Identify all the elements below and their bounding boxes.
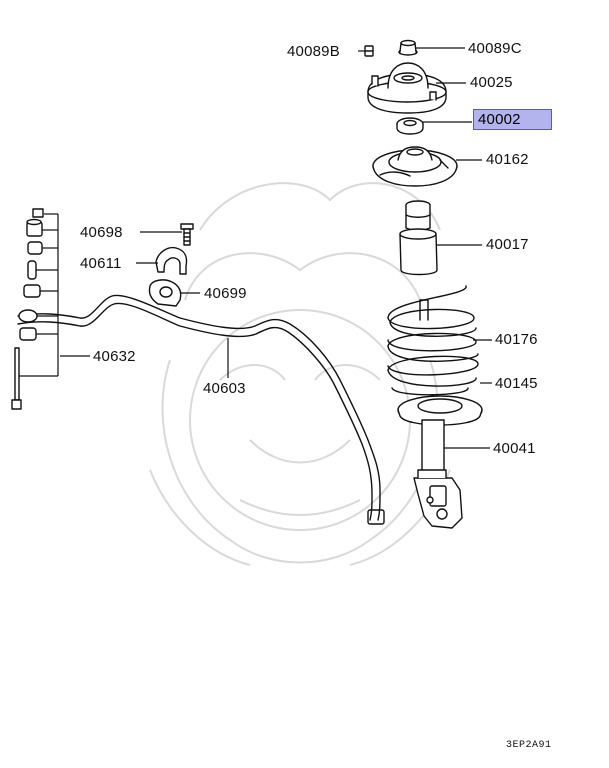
diagram-code: 3EP2A91 xyxy=(506,740,552,751)
label-40632[interactable]: 40632 xyxy=(93,348,136,365)
watermark-emblem xyxy=(149,182,451,566)
label-40025[interactable]: 40025 xyxy=(470,74,513,91)
strut-body-40041-icon[interactable] xyxy=(413,419,463,529)
bolt-40698-icon[interactable] xyxy=(180,223,194,246)
label-40145[interactable]: 40145 xyxy=(495,375,538,392)
bracket-40611-icon[interactable] xyxy=(155,246,188,275)
label-40002-highlighted[interactable]: 40002 xyxy=(473,109,552,130)
label-40162[interactable]: 40162 xyxy=(486,151,529,168)
flange-nut-40089c-icon[interactable] xyxy=(398,39,418,56)
label-40176[interactable]: 40176 xyxy=(495,331,538,348)
leader-lines xyxy=(19,47,492,449)
label-40603[interactable]: 40603 xyxy=(203,380,246,397)
bearing-40002-icon[interactable] xyxy=(396,117,424,135)
label-40089b[interactable]: 40089B xyxy=(287,43,340,60)
label-40041[interactable]: 40041 xyxy=(493,440,536,457)
link-kit-40632-icon[interactable] xyxy=(11,208,44,410)
dust-boot-40017-icon[interactable] xyxy=(399,200,438,276)
strut-mount-40025-icon[interactable] xyxy=(367,62,447,114)
label-40017[interactable]: 40017 xyxy=(486,236,529,253)
nut-40089b-icon[interactable] xyxy=(364,45,374,57)
label-40611[interactable]: 40611 xyxy=(80,255,122,272)
label-40698[interactable]: 40698 xyxy=(80,224,123,241)
label-40699[interactable]: 40699 xyxy=(204,285,247,302)
stabilizer-bar-40603-icon[interactable] xyxy=(17,294,385,525)
coil-spring-40176-icon[interactable] xyxy=(387,285,479,396)
spring-seat-40162-icon[interactable] xyxy=(372,146,458,187)
bushing-40699-icon[interactable] xyxy=(148,279,182,307)
label-40089c[interactable]: 40089C xyxy=(468,40,522,57)
